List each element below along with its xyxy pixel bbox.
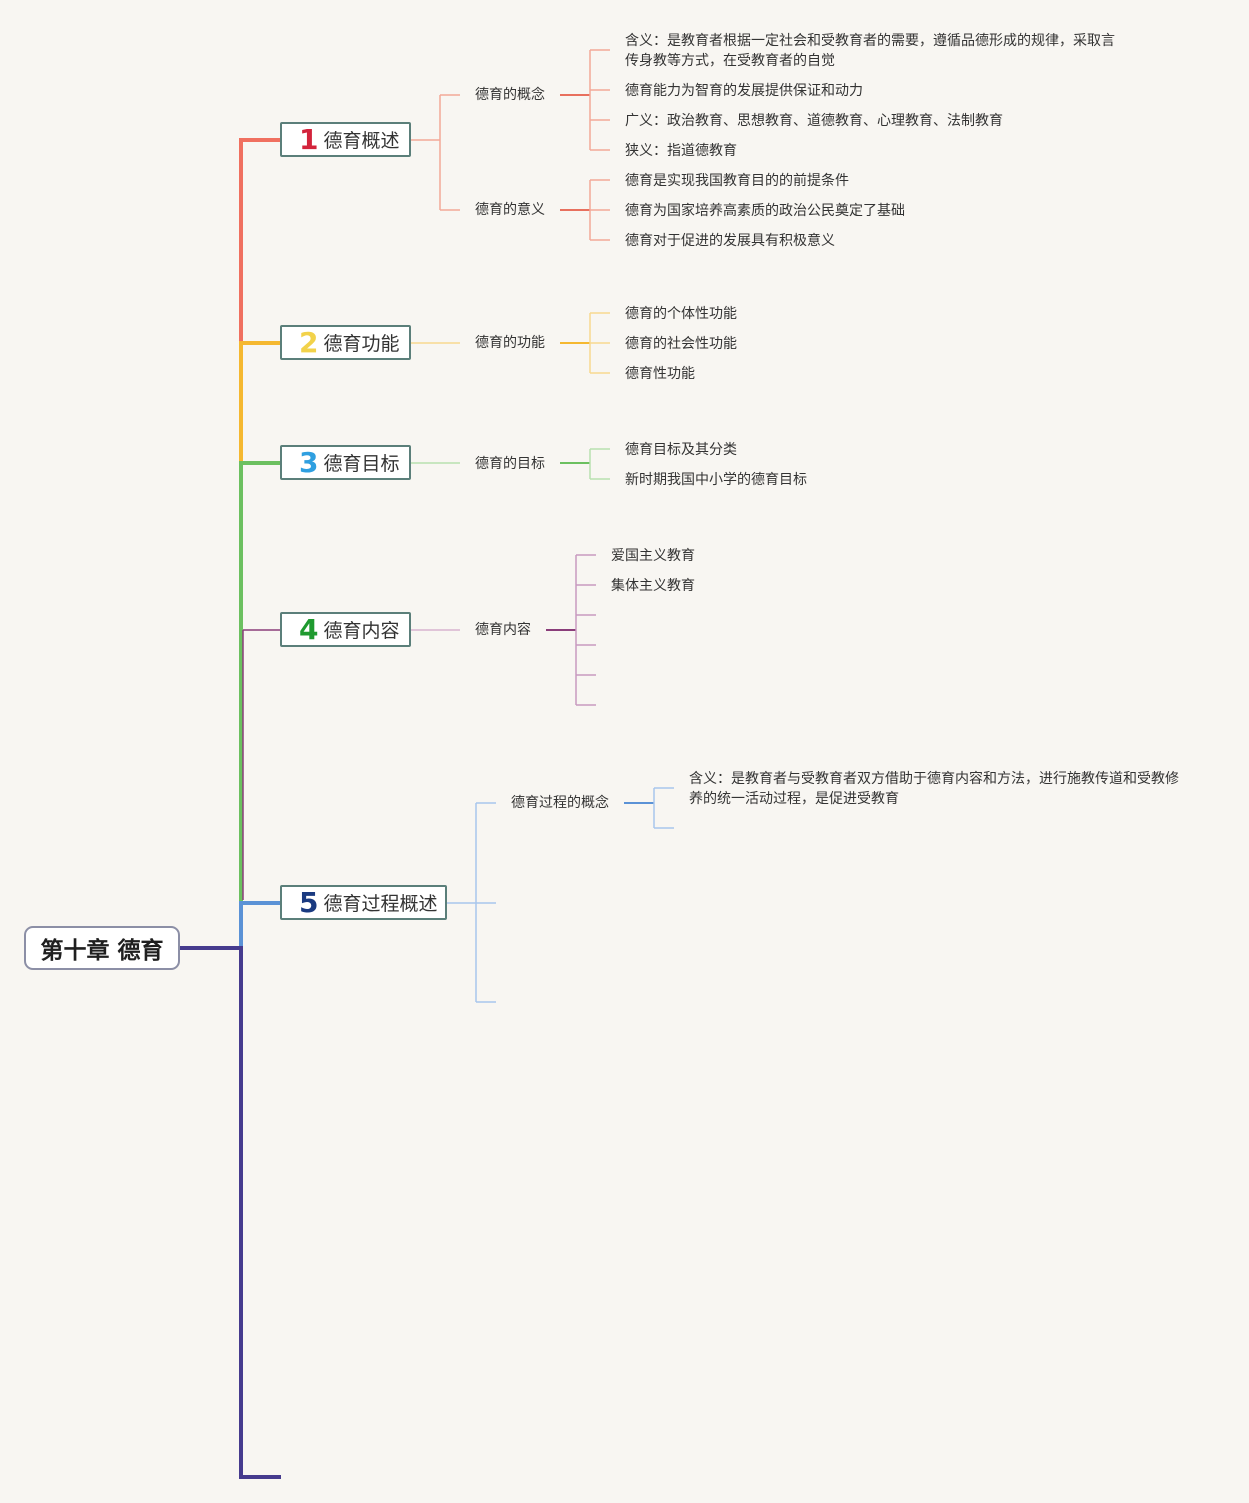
leaf-2-1-1[interactable]: 德育的个体性功能 <box>625 306 737 322</box>
branch-1-label: 德育概述 <box>323 130 400 152</box>
branch-4-label: 德育内容 <box>323 620 400 642</box>
leaf-1-1-1[interactable]: 含义：是教育者根据一定社会和受教育者的需要，遵循品德形成的规律，采取言传身教等方… <box>625 33 1115 69</box>
branch-3-label: 德育目标 <box>323 453 400 475</box>
sub-2-1-leaf-connectors <box>589 312 610 374</box>
sub-1-2-leaf-connectors <box>589 179 610 241</box>
branch-2-label: 德育功能 <box>323 333 400 355</box>
leaf-2-1-3[interactable]: 德育性功能 <box>625 366 695 382</box>
branch-4-number: 4 <box>299 612 319 646</box>
branch-5-label: 德育过程概述 <box>323 893 438 915</box>
leaf-2-1-2[interactable]: 德育的社会性功能 <box>625 336 737 352</box>
leaf-1-1-3[interactable]: 广义：政治教育、思想教育、道德教育、心理教育、法制教育 <box>625 113 1003 129</box>
sub-2-1-topic[interactable]: 德育的功能 <box>475 335 545 351</box>
leaf-1-1-2[interactable]: 德育能力为智育的发展提供保证和动力 <box>625 83 863 99</box>
sub-5-1-topic[interactable]: 德育过程的概念 <box>511 795 609 811</box>
branch-5-topic[interactable]: 5 德育过程概述 <box>280 885 447 920</box>
leaf-1-2-2[interactable]: 德育为国家培养高素质的政治公民奠定了基础 <box>625 203 905 219</box>
spine-segment-bottom <box>180 946 281 1479</box>
leaf-1-2-3[interactable]: 德育对于促进的发展具有积极意义 <box>625 233 835 249</box>
branch-2-topic[interactable]: 2 德育功能 <box>280 325 411 360</box>
root-topic[interactable]: 第十章 德育 <box>24 926 180 970</box>
branch-5-number: 5 <box>299 885 319 919</box>
sub-4-1-leaf-connectors <box>575 554 596 706</box>
sub-1-2-topic[interactable]: 德育的意义 <box>475 202 545 218</box>
branch-3-number: 3 <box>299 445 319 479</box>
branch-2-number: 2 <box>299 325 319 359</box>
branch-4-topic[interactable]: 4 德育内容 <box>280 612 411 647</box>
branch-1-number: 1 <box>299 122 319 156</box>
branch-1-topic[interactable]: 1 德育概述 <box>280 122 411 157</box>
leaf-1-1-4[interactable]: 狭义：指道德教育 <box>625 143 737 159</box>
leaf-1-2-1[interactable]: 德育是实现我国教育目的的前提条件 <box>625 173 849 189</box>
sub-3-1-topic[interactable]: 德育的目标 <box>475 456 545 472</box>
sub-4-1-topic[interactable]: 德育内容 <box>475 622 531 638</box>
leaf-4-1-1[interactable]: 爱国主义教育 <box>611 548 695 564</box>
branch-5-sub-connectors <box>446 802 496 1003</box>
root-title: 第十章 德育 <box>40 938 164 964</box>
branch-1-sub-connectors <box>410 94 460 211</box>
branch-3-topic[interactable]: 3 德育目标 <box>280 445 411 480</box>
sub-1-1-leaf-connectors <box>589 49 610 151</box>
leaf-3-1-1[interactable]: 德育目标及其分类 <box>625 442 737 458</box>
leaf-4-1-2[interactable]: 集体主义教育 <box>611 578 695 594</box>
sub-3-1-leaf-connectors <box>589 448 610 480</box>
sub-1-1-topic[interactable]: 德育的概念 <box>475 87 545 103</box>
leaf-3-1-2[interactable]: 新时期我国中小学的德育目标 <box>625 472 807 488</box>
leaf-5-1-1[interactable]: 含义：是教育者与受教育者双方借助于德育内容和方法，进行施教传道和受教修养的统一活… <box>689 771 1179 807</box>
sub-5-1-leaf-connectors <box>653 787 674 829</box>
